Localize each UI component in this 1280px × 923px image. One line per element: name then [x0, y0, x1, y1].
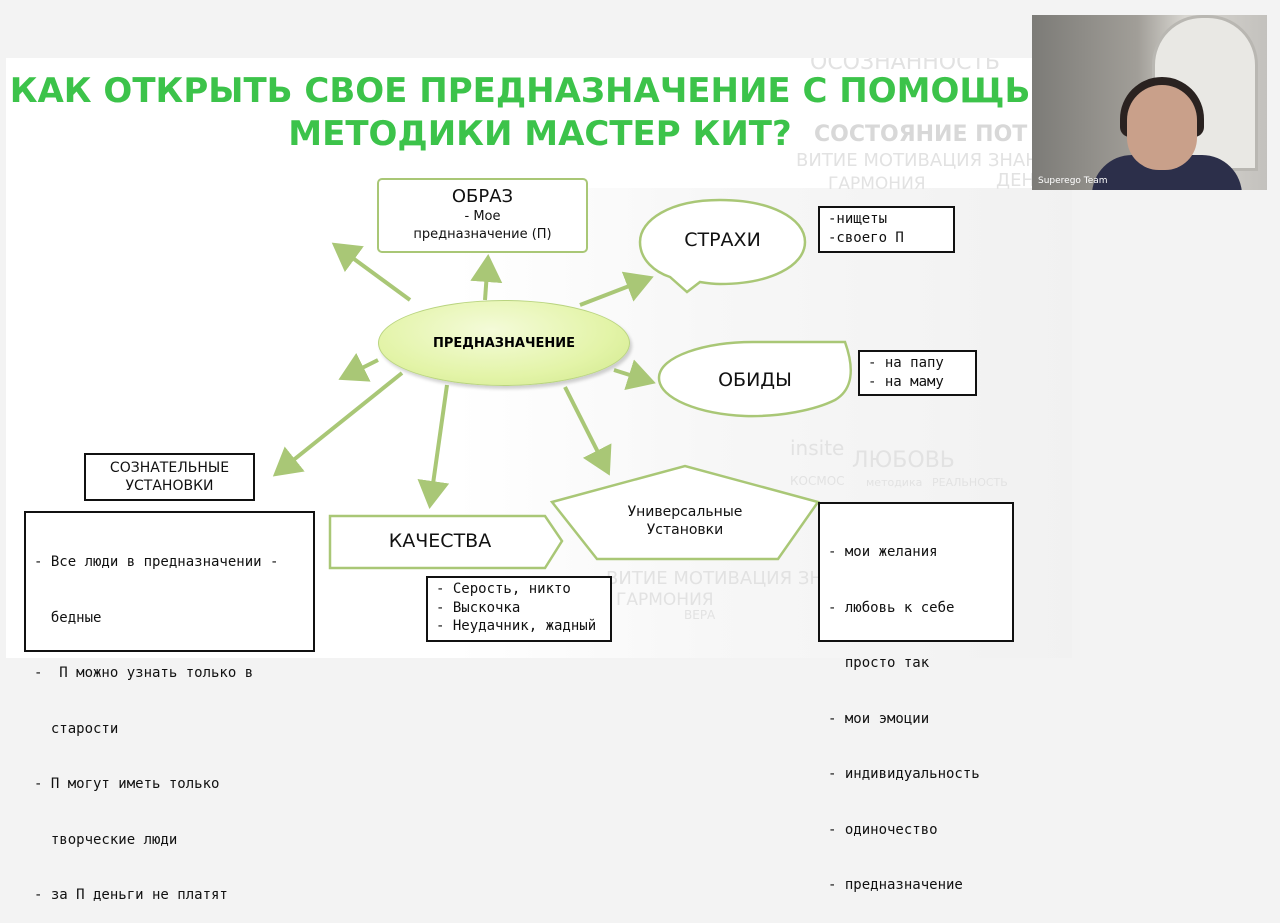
- soznatelnye-label-1: СОЗНАТЕЛЬНЫЕ: [109, 460, 230, 476]
- soznatelnye-list: - Все люди в предназначении - бедные - П…: [24, 511, 315, 903]
- strahi-bubble: [638, 198, 807, 294]
- strahi-label: СТРАХИ: [684, 229, 761, 251]
- watermark-text: РЕАЛЬНОСТЬ: [932, 476, 1008, 489]
- arrow-to-obraz: [470, 254, 503, 301]
- arrow-to-universalnye: [563, 386, 612, 476]
- list-item: - за П деньги не платят: [34, 887, 228, 903]
- obidy-bubble: [657, 340, 852, 418]
- kachestva-shape: [328, 514, 564, 570]
- list-item: творческие люди: [34, 831, 178, 848]
- participant-name: Superego Team: [1038, 176, 1108, 186]
- watermark-text: ВИТИЕ МОТИВАЦИЯ ЗНАН: [606, 568, 849, 589]
- list-item: - мои эмоции: [828, 710, 930, 727]
- watermark-text: ДЕН: [996, 170, 1035, 191]
- kachestva-label: КАЧЕСТВА: [388, 530, 492, 552]
- list-item: - на папу: [868, 355, 944, 371]
- universalnye-shape: [549, 464, 821, 561]
- obraz-box: ОБРАЗ - Мое предназначение (П): [377, 178, 588, 253]
- list-item: - на маму: [868, 373, 944, 390]
- list-item: старости: [34, 720, 119, 737]
- center-label: ПРЕДНАЗНАЧЕНИЕ: [432, 335, 575, 351]
- watermark-text: методика: [866, 476, 923, 489]
- universalnye-label-2: Установки: [646, 522, 724, 538]
- watermark-text: КОСМОС: [790, 474, 845, 488]
- universalnye-label-1: Универсальные: [627, 504, 743, 520]
- arrow-to-left: [338, 352, 379, 382]
- arrow-to-obidy: [613, 359, 656, 391]
- universalnye-list: - мои желания - любовь к себе просто так…: [818, 502, 1014, 893]
- watermark-text: ГАРМОНИЯ: [828, 174, 926, 194]
- list-item: - Серость, никто: [436, 581, 571, 597]
- list-item: - Выскочка: [436, 599, 521, 616]
- arrow-to-top-left: [331, 242, 412, 302]
- list-item: -своего П: [828, 229, 904, 246]
- list-item: бедные: [34, 609, 102, 626]
- list-item: - Неудачник, жадный: [436, 618, 597, 634]
- list-item: - предназначение: [828, 877, 963, 893]
- list-item: - Все люди в предназначении -: [34, 554, 279, 570]
- kachestva-list: - Серость, никто - Выскочка - Неудачник,…: [426, 576, 612, 642]
- strahi-list: -нищеты -своего П: [818, 206, 955, 253]
- watermark-text: ВЕРА: [684, 608, 716, 622]
- watermark-text: ЛЮБОВЬ: [852, 448, 955, 473]
- watermark-text: ГАРМОНИЯ: [616, 590, 714, 610]
- soznatelnye-label-2: УСТАНОВКИ: [125, 478, 214, 494]
- obidy-label: ОБИДЫ: [718, 369, 792, 391]
- watermark-text: insite: [790, 436, 845, 460]
- watermark-text: ВИТИЕ МОТИВАЦИЯ ЗНАН: [796, 150, 1039, 171]
- watermark-text: ОСОЗНАННОСТЬ: [810, 58, 1000, 75]
- list-item: - мои желания: [828, 544, 938, 560]
- universalnye-label: Универсальные Установки: [600, 503, 770, 539]
- list-item: просто так: [828, 655, 930, 671]
- list-item: - индивидуальность: [828, 766, 980, 782]
- list-item: - любовь к себе: [828, 599, 955, 616]
- list-item: - одиночество: [828, 821, 938, 838]
- speaker-face: [1127, 85, 1197, 170]
- obraz-line-1: - Мое: [464, 209, 501, 224]
- obraz-title: ОБРАЗ: [451, 186, 514, 207]
- watermark-text: СОСТОЯНИЕ ПОТ: [814, 122, 1028, 147]
- title-line-2: МЕТОДИКИ МАСТЕР КИТ?: [288, 114, 792, 154]
- list-item: -нищеты: [828, 211, 888, 227]
- diagram-arrows: [272, 198, 852, 570]
- page-title: КАК ОТКРЫТЬ СВОЕ ПРЕДНАЗНАЧЕНИЕ С ПОМОЩЬ…: [0, 70, 1080, 156]
- list-item: - П можно узнать только в: [34, 665, 254, 681]
- arrow-to-soznatelnye: [272, 371, 404, 477]
- arrow-to-strahi: [579, 271, 654, 307]
- list-item: - П могут иметь только: [34, 776, 220, 792]
- obidy-list: - на папу - на маму: [858, 350, 977, 396]
- webcam-video[interactable]: Superego Team: [1032, 15, 1267, 190]
- arrow-to-kachestva: [417, 384, 450, 509]
- obraz-line-2: предназначение (П): [413, 227, 552, 242]
- title-line-1: КАК ОТКРЫТЬ СВОЕ ПРЕДНАЗНАЧЕНИЕ С ПОМОЩЬ…: [9, 71, 1071, 111]
- center-node: ПРЕДНАЗНАЧЕНИЕ: [378, 300, 630, 386]
- soznatelnye-title-box: СОЗНАТЕЛЬНЫЕ УСТАНОВКИ: [84, 453, 255, 501]
